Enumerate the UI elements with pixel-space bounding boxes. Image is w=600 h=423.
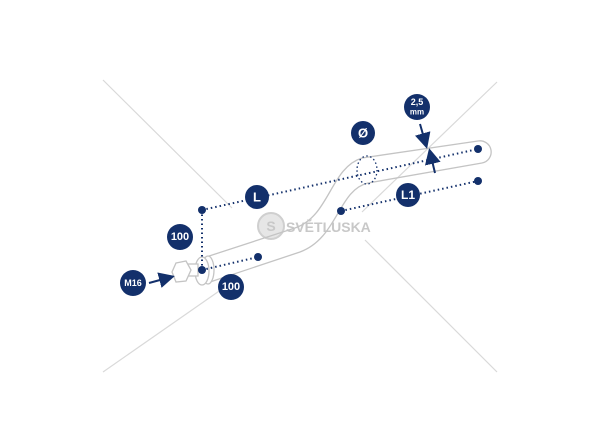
- label-length: L: [245, 185, 269, 209]
- svg-text:2,5: 2,5: [411, 97, 424, 107]
- svg-text:100: 100: [171, 231, 189, 243]
- background-guide-lines: [102, 79, 498, 373]
- dimension-lines: [201, 148, 479, 271]
- svg-text:L: L: [253, 190, 261, 205]
- wall-thickness-arrow-bottom: [424, 148, 441, 174]
- label-vertical-offset: 100: [167, 224, 193, 250]
- svg-text:mm: mm: [410, 108, 424, 117]
- svg-text:S: S: [266, 218, 275, 234]
- label-length-offset: L1: [396, 183, 420, 207]
- dimension-endpoints: [198, 145, 482, 274]
- label-diameter: Ø: [351, 121, 375, 145]
- pipe-outline: [202, 140, 492, 284]
- threaded-fitting: [171, 255, 215, 286]
- thread-arrow: [148, 272, 175, 288]
- svg-text:L1: L1: [401, 188, 415, 202]
- diameter-section-marker: [356, 155, 378, 185]
- label-horizontal-offset: 100: [218, 274, 244, 300]
- label-thread: M16: [120, 270, 146, 296]
- svg-text:100: 100: [222, 281, 240, 293]
- svg-text:M16: M16: [124, 278, 142, 288]
- wall-thickness-arrow-top: [415, 123, 431, 149]
- arrows: [148, 123, 441, 288]
- svg-text:Ø: Ø: [358, 126, 368, 141]
- label-wall-thickness: 2,5 mm: [404, 94, 430, 120]
